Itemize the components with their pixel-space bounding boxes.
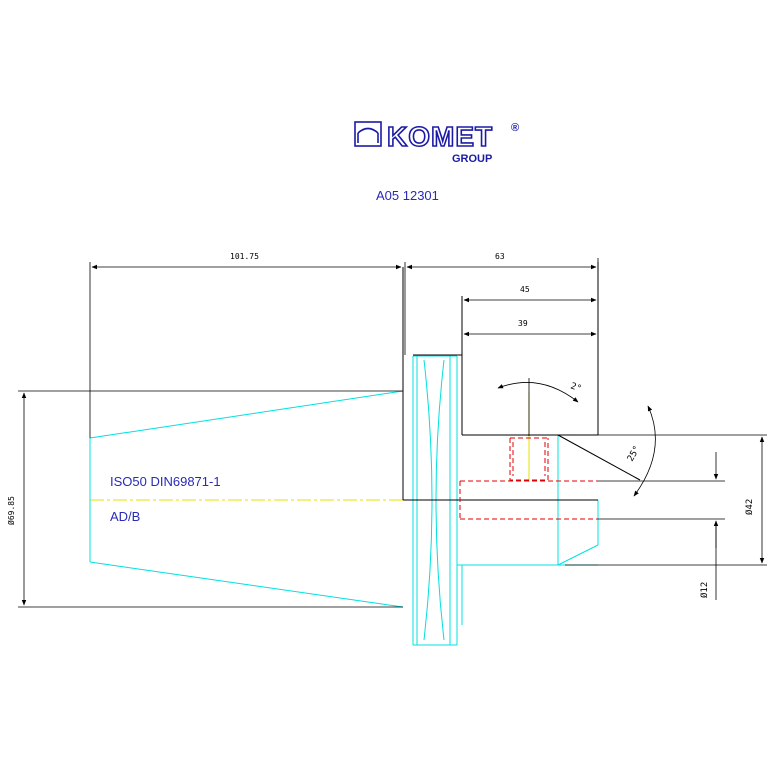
standard-label: ISO50 DIN69871-1 [110,474,221,489]
logo-name: KOMET [387,121,493,152]
logo-group: GROUP [452,153,492,165]
dim-total-length: 63 [495,252,505,261]
logo-registered-mark: ® [511,122,519,134]
dim-angle-25: 25° [626,444,643,463]
dim-length-39: 39 [518,319,528,328]
dim-taper-length: 101.75 [230,252,259,261]
extension-lines [18,258,767,608]
logo-emblem-icon [354,121,382,147]
angle-annotations [497,378,656,497]
dim-length-45: 45 [520,285,530,294]
taper-outline [89,390,404,608]
body-outline [402,262,641,501]
part-number: A05 12301 [376,188,439,203]
hidden-bore [459,437,598,520]
komet-logo: KOMET ® GROUP [354,120,519,165]
dim-angle-small: 2° [569,381,583,394]
dimension-lines [21,264,765,606]
dim-diameter-42: Ø42 [744,499,755,515]
form-label: AD/B [110,509,140,524]
dim-diameter-12: Ø12 [699,582,710,598]
dim-diameter-flange: Ø69.85 [6,496,16,525]
